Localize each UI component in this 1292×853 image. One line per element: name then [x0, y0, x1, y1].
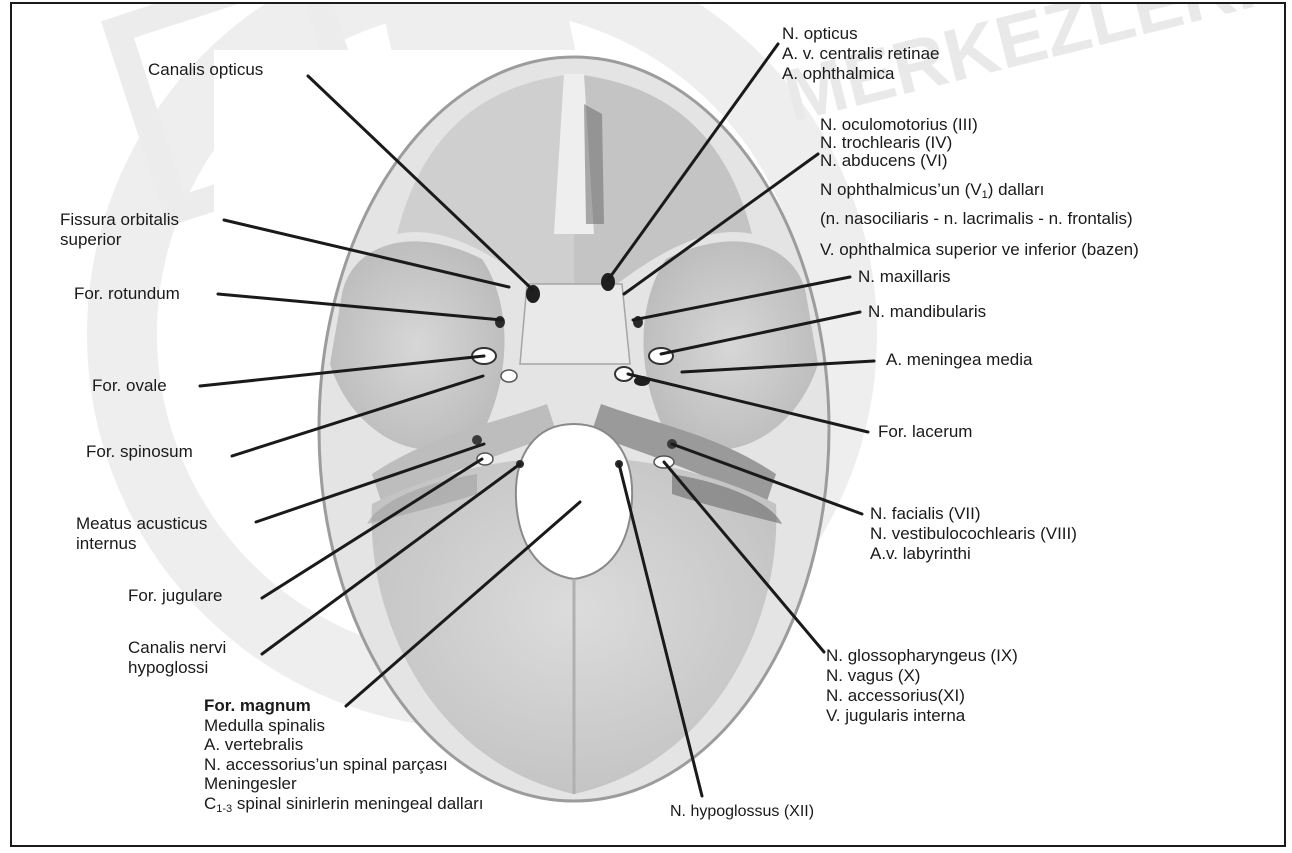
label-glosso-line2: N. vagus (X) — [826, 666, 1018, 686]
label-canalis-opticus: Canalis opticus — [148, 60, 263, 80]
label-sof-group: N. oculomotorius (III) N. trochlearis (I… — [820, 116, 978, 170]
label-c-subscript: 1-3 — [216, 803, 232, 815]
label-hypoglossi-line1: Canalis nervi — [128, 638, 226, 658]
label-sof-line2: N. trochlearis (IV) — [820, 134, 978, 152]
label-for-magnum-line5: C1-3 spinal sinirlerin meningeal dalları — [204, 794, 484, 820]
label-fissura-line2: superior — [60, 230, 179, 250]
label-for-magnum-title: For. magnum — [204, 696, 484, 716]
label-sof-line1: N. oculomotorius (III) — [820, 116, 978, 134]
label-for-jugulare: For. jugulare — [128, 586, 223, 606]
label-sof-line3: N. abducens (VI) — [820, 152, 978, 170]
label-c-prefix: C — [204, 794, 216, 813]
label-sof-line6: V. ophthalmica superior ve inferior (baz… — [820, 238, 1139, 261]
ovale-right — [649, 348, 673, 364]
label-fissura-orbitalis: Fissura orbitalis superior — [60, 210, 179, 250]
label-meatus-line2: internus — [76, 534, 207, 554]
label-glosso-group: N. glossopharyngeus (IX) N. vagus (X) N.… — [826, 646, 1018, 726]
label-glosso-line4: V. jugularis interna — [826, 706, 1018, 726]
label-sof-line5: (n. nasociliaris - n. lacrimalis - n. fr… — [820, 207, 1139, 230]
label-facialis-group: N. facialis (VII) N. vestibulocochlearis… — [870, 504, 1077, 564]
foramen-magnum-hole — [516, 424, 632, 579]
optic-canal-left — [526, 285, 540, 303]
meatus-left — [472, 435, 482, 445]
label-glosso-line3: N. accessorius(XI) — [826, 686, 1018, 706]
label-for-rotundum: For. rotundum — [74, 284, 180, 304]
label-hypoglossus: N. hypoglossus (XII) — [670, 802, 814, 822]
lacerum-left — [501, 370, 517, 382]
label-meningea: A. meningea media — [886, 350, 1032, 370]
label-for-ovale: For. ovale — [92, 376, 167, 396]
label-for-magnum-line4: Meningesler — [204, 774, 484, 794]
label-v-suffix: ) dalları — [988, 180, 1045, 199]
label-for-magnum-line1: Medulla spinalis — [204, 716, 484, 736]
label-hypoglossi-line2: hypoglossi — [128, 658, 226, 678]
label-meatus: Meatus acusticus internus — [76, 514, 207, 554]
label-for-magnum-block: For. magnum Medulla spinalis A. vertebra… — [204, 696, 484, 820]
label-for-magnum-line3: N. accessorius’un spinal parçası — [204, 755, 484, 775]
figure-frame: MERKEZLERI — [10, 2, 1286, 847]
label-v-prefix: N ophthalmicus’un (V — [820, 180, 982, 199]
label-opticus-line2: A. v. centralis retinae — [782, 44, 939, 64]
label-c-suffix: spinal sinirlerin meningeal dalları — [232, 794, 483, 813]
label-for-spinosum: For. spinosum — [86, 442, 193, 462]
label-fissura-line1: Fissura orbitalis — [60, 210, 179, 230]
label-lacerum: For. lacerum — [878, 422, 972, 442]
label-glosso-line1: N. glossopharyngeus (IX) — [826, 646, 1018, 666]
label-facialis-line3: A.v. labyrinthi — [870, 544, 1077, 564]
label-sof-line4: N ophthalmicus’un (V1) dalları — [820, 178, 1139, 207]
label-canalis-hypoglossi: Canalis nervi hypoglossi — [128, 638, 226, 678]
label-facialis-line2: N. vestibulocochlearis (VIII) — [870, 524, 1077, 544]
label-opticus-group: N. opticus A. v. centralis retinae A. op… — [782, 24, 939, 84]
cribriform-plate — [584, 104, 604, 224]
rotundum-left — [495, 316, 505, 328]
label-facialis-line1: N. facialis (VII) — [870, 504, 1077, 524]
label-meatus-line1: Meatus acusticus — [76, 514, 207, 534]
label-opticus-line3: A. ophthalmica — [782, 64, 939, 84]
label-sof-extra: N ophthalmicus’un (V1) dalları (n. nasoc… — [820, 178, 1139, 261]
label-maxillaris: N. maxillaris — [858, 267, 951, 287]
label-mandibularis: N. mandibularis — [868, 302, 986, 322]
label-opticus-line1: N. opticus — [782, 24, 939, 44]
label-for-magnum-line2: A. vertebralis — [204, 735, 484, 755]
